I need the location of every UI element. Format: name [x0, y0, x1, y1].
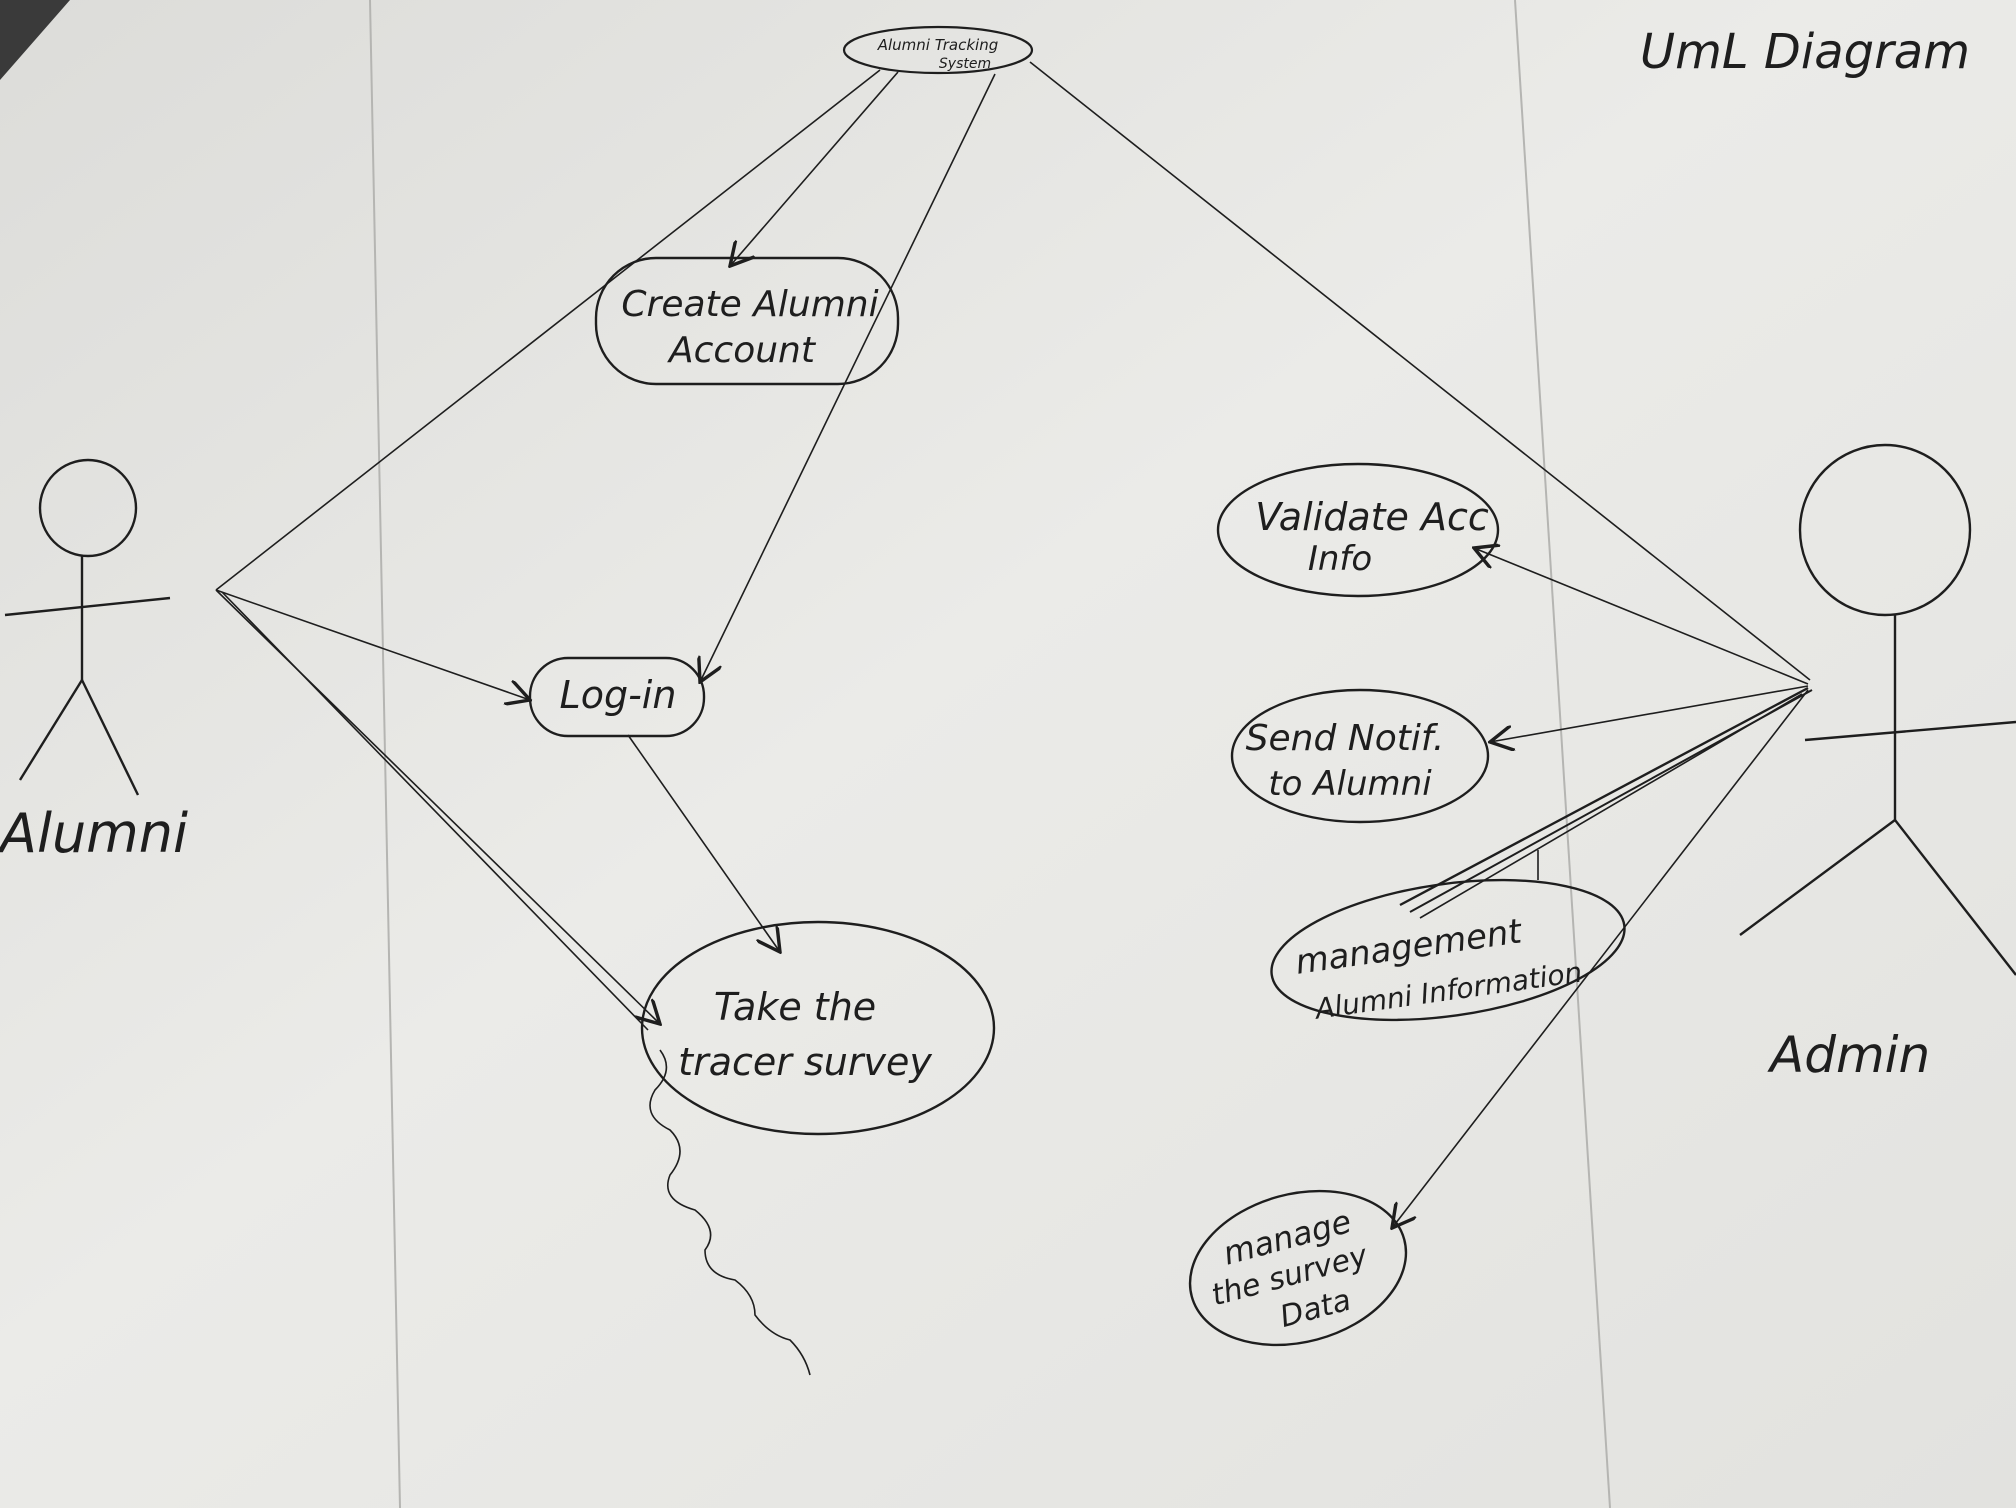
- alumni-actor: [4, 458, 171, 796]
- admin-actor-label: Admin: [1767, 1026, 1930, 1084]
- edge-admin-to-notif: [1490, 685, 1809, 742]
- paper-fold-line: [1514, 0, 1611, 1508]
- admin-actor: [1739, 443, 2016, 976]
- alumni-actor-label: Alumni: [0, 802, 188, 865]
- diagram-title: UmL Diagram: [1640, 24, 1970, 80]
- usecase-validate-acc-info: Validate Acc Info: [1216, 462, 1500, 598]
- system-node: Alumni Tracking System: [842, 25, 1034, 75]
- usecase-create-line1: Create Alumni: [621, 284, 878, 325]
- usecase-notif-line2: to Alumni: [1268, 764, 1432, 804]
- usecase-notif-line1: Send Notif.: [1246, 718, 1445, 759]
- usecase-send-notif: Send Notif. to Alumni: [1230, 688, 1490, 824]
- usecase-survey-line1: Take the: [714, 985, 876, 1029]
- edge-system-to-login: [700, 73, 996, 682]
- edge-system-to-create: [730, 71, 899, 266]
- usecase-validate-line2: Info: [1308, 539, 1372, 579]
- usecase-survey-line2: tracer survey: [678, 1040, 932, 1084]
- table-corner-shadow: [0, 0, 70, 80]
- usecase-take-tracer-survey: Take the tracer survey: [640, 920, 996, 1136]
- edge-admin-to-validate: [1474, 548, 1809, 685]
- edge-system-to-admin: [1029, 61, 1811, 681]
- connectors: [215, 61, 1813, 1376]
- edge-admin-to-management-3: [1419, 693, 1803, 919]
- paper-fold-line: [369, 0, 401, 1508]
- edge-admin-to-management: [1399, 686, 1809, 907]
- system-label-line2: System: [939, 56, 991, 72]
- edge-alumni-to-survey-double: [221, 591, 649, 1031]
- edge-admin-to-survey-data: [1392, 689, 1809, 1228]
- edge-alumni-to-login: [215, 589, 530, 700]
- scribble-mark: [649, 1049, 811, 1376]
- usecase-create-alumni-account: Create Alumni Account: [594, 256, 900, 386]
- system-label-line1: Alumni Tracking: [877, 36, 998, 54]
- edge-login-to-survey: [627, 734, 780, 952]
- usecase-create-line2: Account: [667, 330, 817, 371]
- edge-system-to-alumni: [215, 69, 881, 591]
- usecase-validate-line1: Validate Acc: [1255, 495, 1489, 539]
- usecase-login-label: Log-in: [560, 673, 677, 717]
